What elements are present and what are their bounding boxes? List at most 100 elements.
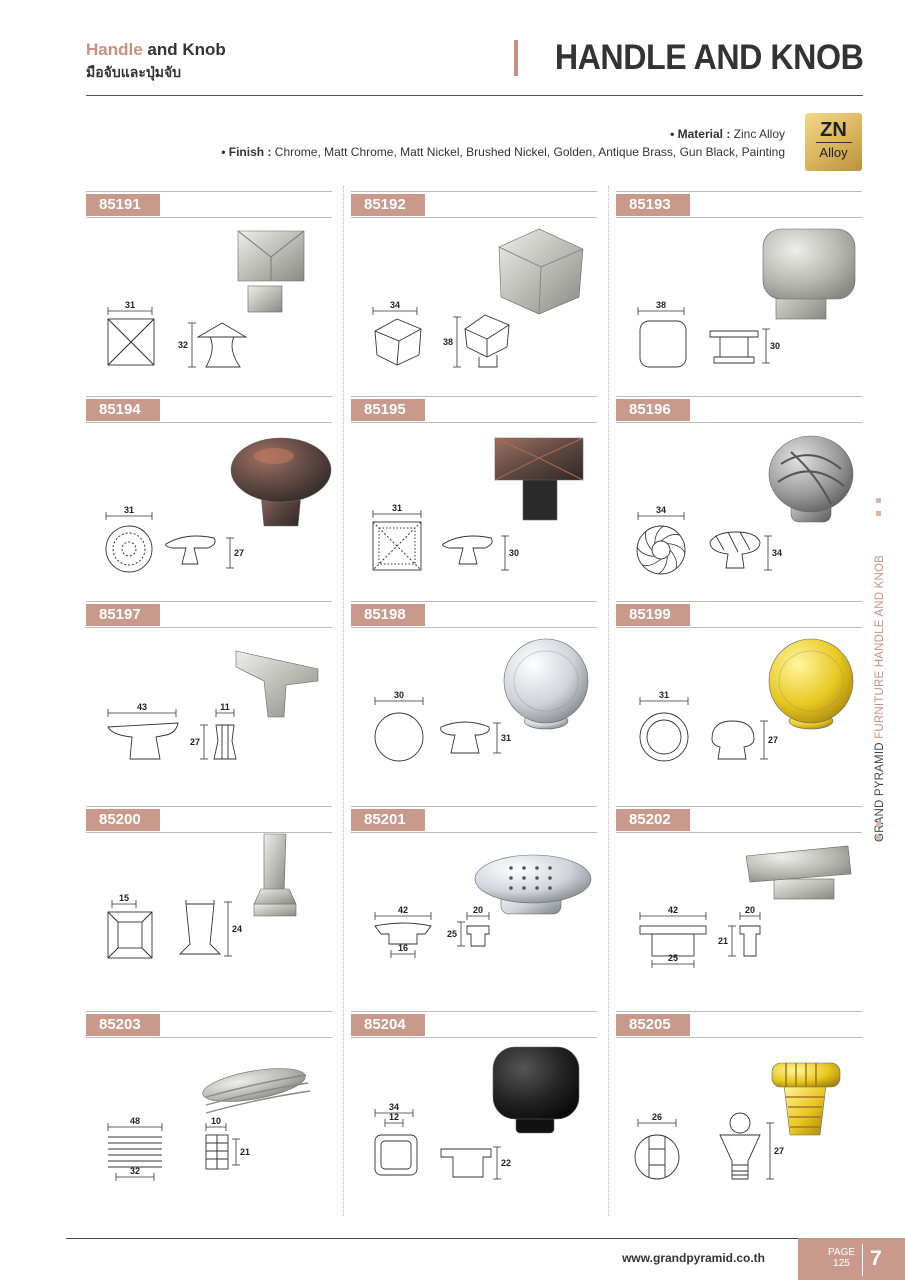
product-cell: 85198 30 31 xyxy=(351,601,597,806)
svg-text:22: 22 xyxy=(501,1158,511,1168)
dim-width: 30 xyxy=(374,690,424,705)
svg-text:31: 31 xyxy=(392,503,402,513)
dim-height: 30 xyxy=(501,535,519,571)
svg-text:38: 38 xyxy=(443,337,453,347)
svg-text:42: 42 xyxy=(398,905,408,915)
material-spec: • Material : Zinc Alloy xyxy=(670,127,785,141)
product-illustration: 34 38 xyxy=(372,228,584,368)
dim-width: 31 xyxy=(105,505,153,520)
svg-text:15: 15 xyxy=(119,893,129,903)
svg-text:20: 20 xyxy=(745,905,755,915)
section-title-block: HANDLE AND KNOB xyxy=(513,38,863,78)
product-code: 85194 xyxy=(86,399,160,421)
product-code: 85197 xyxy=(86,604,160,626)
product-photo xyxy=(771,1062,841,1136)
page-number: 7 xyxy=(870,1247,882,1270)
product-cell: 85192 34 38 xyxy=(351,191,597,396)
product-photo xyxy=(762,228,856,320)
dim-depth: 10 xyxy=(205,1116,227,1131)
website-link[interactable]: www.grandpyramid.co.th xyxy=(622,1251,765,1265)
svg-text:31: 31 xyxy=(501,733,511,743)
svg-text:21: 21 xyxy=(240,1147,250,1157)
svg-text:31: 31 xyxy=(124,505,134,515)
svg-text:34: 34 xyxy=(772,548,782,558)
svg-text:26: 26 xyxy=(652,1112,662,1122)
dim-depth: 11 xyxy=(215,702,235,717)
decor-square xyxy=(876,498,881,503)
product-code: 85192 xyxy=(351,194,425,216)
product-photo xyxy=(202,1068,311,1114)
product-illustration: 26 27 xyxy=(634,1062,841,1180)
svg-text:30: 30 xyxy=(394,690,404,700)
page-subtitle-thai: มือจับและปุ่มจับ xyxy=(86,64,182,80)
dim-width: 43 xyxy=(107,702,177,717)
svg-text:10: 10 xyxy=(211,1116,221,1126)
page-heading: Handle and Knob มือจับและปุ่มจับ xyxy=(86,40,226,84)
product-photo xyxy=(474,854,592,915)
product-code: 85203 xyxy=(86,1014,160,1036)
product-illustration: 31 30 xyxy=(372,437,584,571)
dim-width: 15 xyxy=(111,893,137,908)
product-cell: 85194 31 27 xyxy=(86,396,332,601)
product-code: 85202 xyxy=(616,809,690,831)
product-photo xyxy=(498,228,584,315)
svg-text:16: 16 xyxy=(398,943,408,953)
product-code: 85198 xyxy=(351,604,425,626)
product-code: 85205 xyxy=(616,1014,690,1036)
product-code: 85199 xyxy=(616,604,690,626)
dim-height: 27 xyxy=(226,537,244,569)
svg-text:32: 32 xyxy=(178,340,188,350)
product-illustration: 31 27 xyxy=(639,638,854,762)
product-photo xyxy=(492,1046,580,1134)
technical-drawing: 31 27 xyxy=(105,505,244,573)
product-code: 85196 xyxy=(616,399,690,421)
column-divider xyxy=(343,186,344,1216)
product-photo xyxy=(768,638,854,730)
dim-height: 32 xyxy=(178,322,196,368)
dim-width: 34 xyxy=(372,300,418,315)
svg-text:27: 27 xyxy=(768,735,778,745)
svg-text:30: 30 xyxy=(509,548,519,558)
dim-height: 25 xyxy=(447,921,465,947)
dim-width: 31 xyxy=(372,503,422,518)
dim-inner: 12 xyxy=(384,1112,404,1127)
svg-text:31: 31 xyxy=(659,690,669,700)
svg-text:25: 25 xyxy=(668,953,678,963)
dim-width: 48 xyxy=(107,1116,163,1131)
page-title: Handle and Knob xyxy=(86,40,226,59)
technical-drawing: 30 31 xyxy=(374,690,511,762)
accent-bar xyxy=(513,40,518,76)
decor-square xyxy=(876,835,881,840)
product-cell: 85199 31 27 xyxy=(616,601,862,806)
svg-text:20: 20 xyxy=(473,905,483,915)
zinc-alloy-badge: ZN Alloy xyxy=(805,113,862,171)
product-illustration: 31 32 xyxy=(107,230,305,368)
dim-depth: 20 xyxy=(739,905,761,920)
technical-drawing: 34 38 xyxy=(372,300,510,368)
svg-text:31: 31 xyxy=(125,300,135,310)
svg-text:27: 27 xyxy=(774,1146,784,1156)
dim-height: 24 xyxy=(224,901,242,957)
product-photo xyxy=(237,230,305,313)
decor-square xyxy=(876,822,881,827)
svg-text:11: 11 xyxy=(220,702,230,712)
svg-text:27: 27 xyxy=(234,548,244,558)
dim-base: 16 xyxy=(390,943,416,958)
dim-width: 42 xyxy=(639,905,707,920)
dim-height: 22 xyxy=(493,1146,511,1180)
svg-text:30: 30 xyxy=(770,341,780,351)
